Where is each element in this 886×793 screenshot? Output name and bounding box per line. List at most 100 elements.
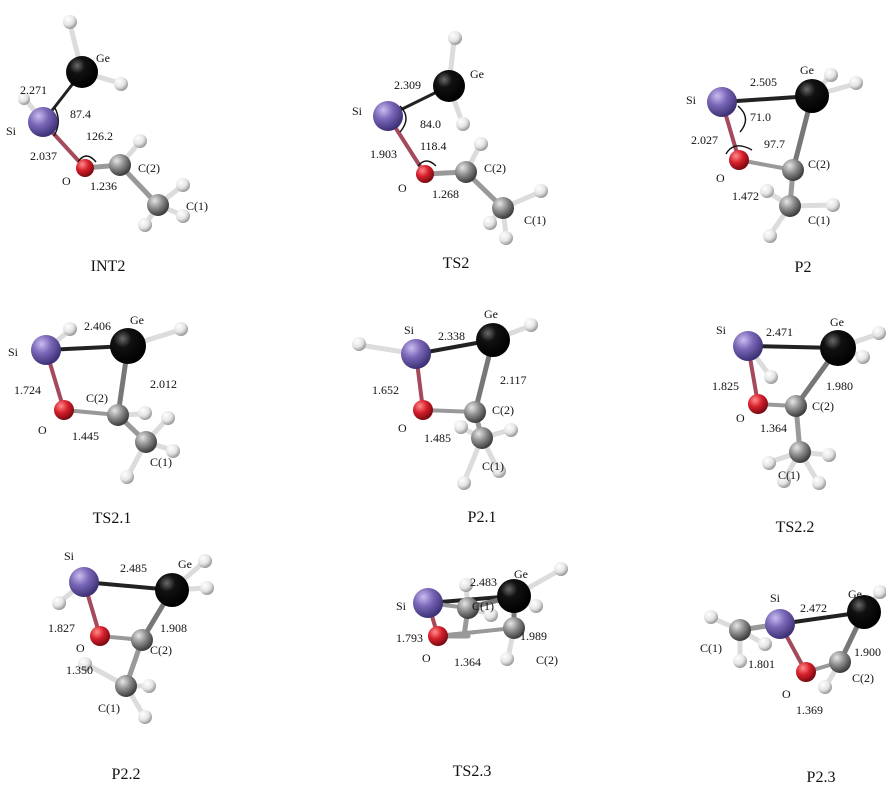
o-label: O <box>736 411 745 425</box>
c2-label: C(2) <box>150 643 172 657</box>
ge-label: Ge <box>514 567 528 581</box>
bond-length-si-o: 1.903 <box>370 147 397 161</box>
c2-label: C(2) <box>492 403 514 417</box>
c2-label: C(2) <box>484 161 506 175</box>
bond-length-si-ge: 2.485 <box>120 561 147 575</box>
atoms <box>31 322 188 484</box>
o-label: O <box>716 171 725 185</box>
c1-label: C(1) <box>150 455 172 469</box>
caption-ts2-2: TS2.2 <box>776 519 815 536</box>
o-label: O <box>422 651 431 665</box>
labels: Si 2.471 Ge 1.980 1.825 C(2) O 1.364 C(1… <box>712 315 853 482</box>
labels: 2.483 Ge Si C(1) 1.793 1.989 C(2) O 1.36… <box>396 567 558 669</box>
bond-length-si-o: 1.825 <box>712 379 739 393</box>
angle-si-ge: 87.4 <box>70 107 91 121</box>
c1-label: C(1) <box>700 641 722 655</box>
caption-p2: P2 <box>795 259 812 276</box>
caption-p2-1: P2.1 <box>468 509 497 526</box>
ge-label: Ge <box>470 67 484 81</box>
si-label: Si <box>8 345 19 359</box>
caption-ts2: TS2 <box>443 255 470 272</box>
bond-length-si-o: 1.801 <box>748 657 775 671</box>
ge-label: Ge <box>96 51 110 65</box>
atoms <box>52 554 214 724</box>
bond-length-si-ge: 2.471 <box>766 325 793 339</box>
ge-label: Ge <box>178 557 192 571</box>
si-label: Si <box>686 93 697 107</box>
si-label: Si <box>64 549 75 563</box>
bond-length-ge-c: 1.908 <box>160 621 187 635</box>
o-label: O <box>38 423 47 437</box>
c1-label: C(1) <box>472 599 494 613</box>
angle-arcs <box>53 107 97 163</box>
o-label: O <box>398 181 407 195</box>
atoms <box>704 585 886 694</box>
o-label: O <box>782 687 791 701</box>
structure-p2: Ge 2.505 Si 71.0 2.027 97.7 C(2) O 1.472… <box>686 63 863 276</box>
bond-length-o-c: 1.364 <box>760 421 787 435</box>
labels: Ge 2.309 Si 84.0 118.4 1.903 C(2) O 1.26… <box>352 67 546 227</box>
labels: Ge 2.271 87.4 Si 126.2 2.037 C(2) O 1.23… <box>6 51 208 213</box>
bond-length-si-ge: 2.483 <box>470 575 497 589</box>
ge-label: Ge <box>484 307 498 321</box>
atoms <box>352 318 538 490</box>
bond-length-si-ge: 2.472 <box>800 601 827 615</box>
labels: Ge Si 2.338 2.117 1.652 C(2) O 1.485 C(1… <box>372 307 527 473</box>
atoms <box>373 31 548 245</box>
atoms <box>413 562 568 666</box>
angle-si-o: 118.4 <box>420 139 447 153</box>
c1-label: C(1) <box>482 459 504 473</box>
atoms <box>733 326 886 490</box>
o-label: O <box>62 174 71 188</box>
caption-ts2-3: TS2.3 <box>453 763 492 780</box>
labels: Si 2.485 Ge 1.827 1.908 O C(2) 1.350 C(1… <box>48 549 192 715</box>
bond-length-si-o: 1.724 <box>14 383 41 397</box>
bond-length-o-c: 1.350 <box>66 663 93 677</box>
c1-label: C(1) <box>778 468 800 482</box>
o-label: O <box>76 641 85 655</box>
si-label: Si <box>352 104 363 118</box>
c1-label: C(1) <box>98 701 120 715</box>
caption-int2: INT2 <box>91 258 126 275</box>
bond-length-si-ge: 2.271 <box>20 83 47 97</box>
bond-length-ge-c: 2.117 <box>500 373 527 387</box>
bond-length-si-o: 1.827 <box>48 621 75 635</box>
angle-si-ge: 84.0 <box>420 117 441 131</box>
c2-label: C(2) <box>138 161 160 175</box>
caption-ts2-1: TS2.1 <box>93 510 132 527</box>
angle-si-o: 97.7 <box>764 137 785 151</box>
bond-length-ge-c: 1.980 <box>826 379 853 393</box>
si-label: Si <box>716 323 727 337</box>
si-label: Si <box>6 124 17 138</box>
labels: Si Ge 2.472 C(1) 1.900 1.801 C(2) O 1.36… <box>700 587 881 717</box>
structure-ts2-1: 2.406 Ge Si 2.012 1.724 C(2) O 1.445 C(1… <box>8 313 188 527</box>
angle-arcs <box>399 105 437 167</box>
bond-length-si-o: 1.652 <box>372 383 399 397</box>
bond-length-o-c: 1.369 <box>796 703 823 717</box>
structure-p2-1: Ge Si 2.338 2.117 1.652 C(2) O 1.485 C(1… <box>352 307 538 526</box>
ge-label: Ge <box>130 313 144 327</box>
bond-length-o-c: 1.364 <box>454 655 481 669</box>
si-label: Si <box>404 323 415 337</box>
angle-arcs <box>725 105 753 155</box>
o-label: O <box>398 421 407 435</box>
labels: 2.406 Ge Si 2.012 1.724 C(2) O 1.445 C(1… <box>8 313 177 469</box>
atoms <box>18 15 190 232</box>
c1-label: C(1) <box>186 199 208 213</box>
bond-length-si-o: 2.027 <box>691 133 718 147</box>
labels: Ge 2.505 Si 71.0 2.027 97.7 C(2) O 1.472… <box>686 63 830 227</box>
bond-length-o-c: 1.485 <box>424 431 451 445</box>
bond-length-ge-c: 1.900 <box>854 645 881 659</box>
atoms <box>707 68 863 243</box>
bond-length-o-c: 1.236 <box>90 179 117 193</box>
c2-label: C(2) <box>86 391 108 405</box>
structure-ts2-2: Si 2.471 Ge 1.980 1.825 C(2) O 1.364 C(1… <box>712 315 886 536</box>
bond-length-si-ge: 2.309 <box>394 78 421 92</box>
ge-label: Ge <box>800 63 814 77</box>
c1-label: C(1) <box>524 213 546 227</box>
ge-label: Ge <box>848 587 862 601</box>
angle-si-ge: 71.0 <box>750 110 771 124</box>
bond-length-si-ge: 2.406 <box>84 319 111 333</box>
